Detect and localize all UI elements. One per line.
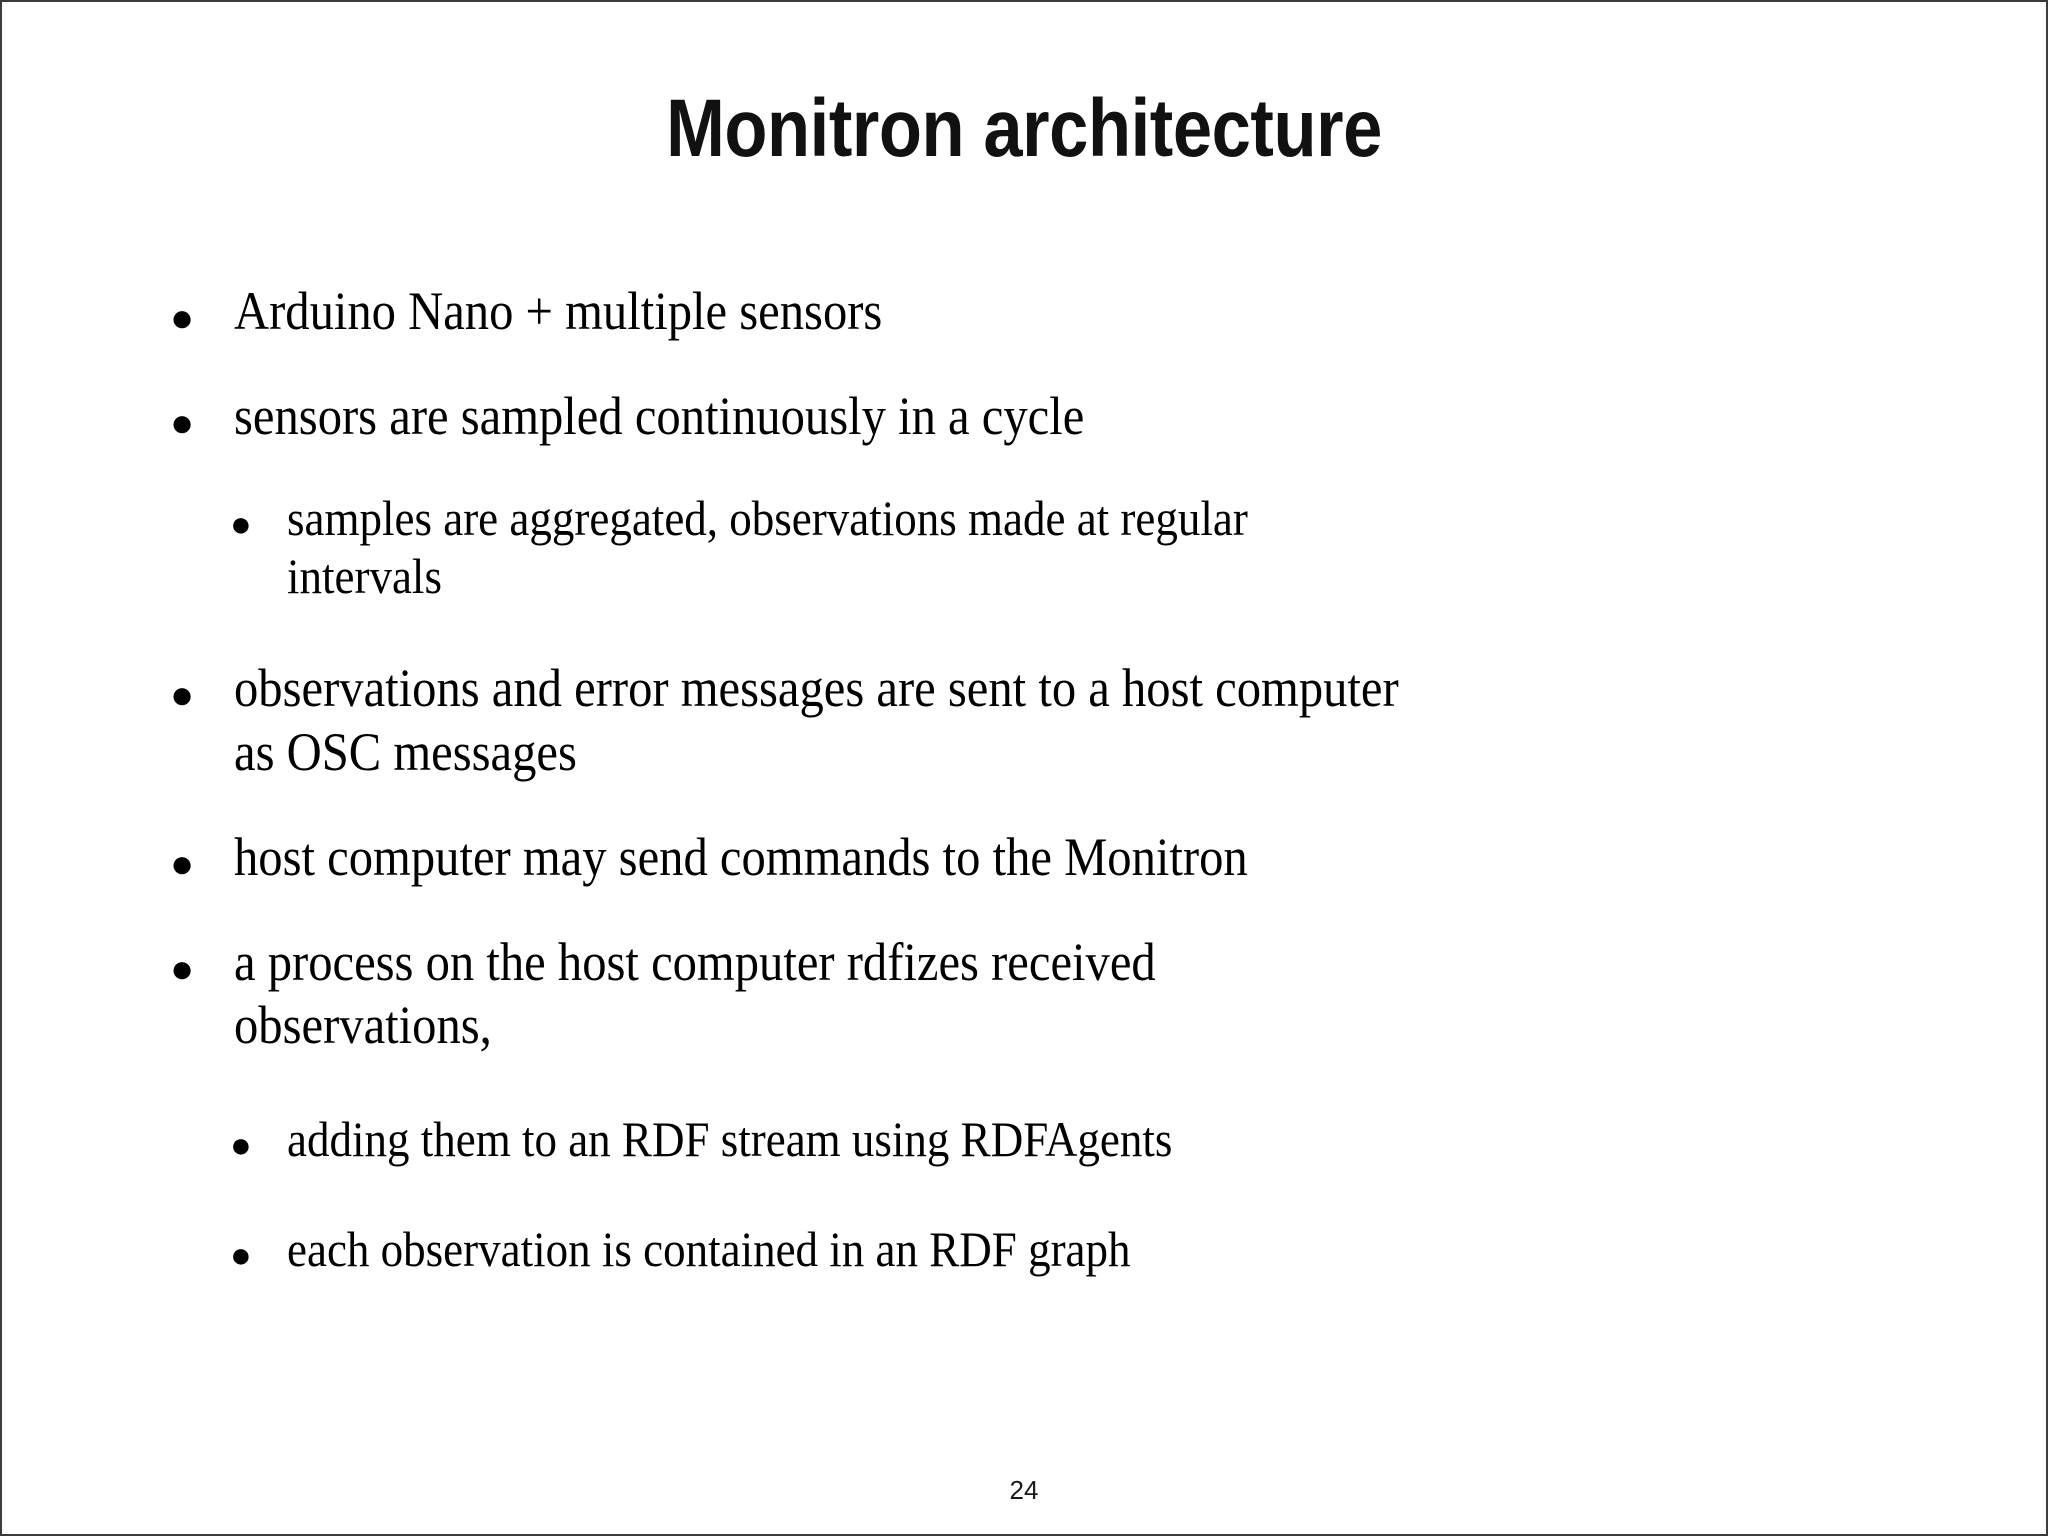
list-item-label: a process on the host computer rdfizes r… xyxy=(234,931,1156,1056)
page-number: 24 xyxy=(1009,1475,1039,1505)
spacer xyxy=(2,1085,2046,1111)
spacer xyxy=(2,476,2046,490)
list-item: ● host computer may send commands to the… xyxy=(2,826,2046,889)
list-item-label: observations and error messages are sent… xyxy=(234,658,1399,782)
spacer xyxy=(2,917,2046,931)
list-item: ● adding them to an RDF stream using RDF… xyxy=(2,1111,2046,1169)
list-item-label: host computer may send commands to the M… xyxy=(234,826,1248,887)
bullet-dot-icon: ● xyxy=(230,504,252,545)
list-item-label: Arduino Nano + multiple sensors xyxy=(234,281,883,341)
page-title: Monitron architecture xyxy=(666,83,1382,174)
list-item: ● Arduino Nano + multiple sensors xyxy=(2,280,2046,343)
list-item-label: samples are aggregated, observations mad… xyxy=(287,490,1248,604)
bullet-dot-icon: ● xyxy=(230,1234,252,1275)
list-item-label: adding them to an RDF stream using RDFAg… xyxy=(287,1111,1173,1168)
list-item: ● samples are aggregated, observations m… xyxy=(2,490,2046,605)
bullet-dot-icon: ● xyxy=(230,1125,252,1166)
spacer xyxy=(2,371,2046,385)
bullet-dot-icon: ● xyxy=(170,400,195,446)
list-item-label: each observation is contained in an RDF … xyxy=(287,1220,1131,1277)
spacer xyxy=(2,812,2046,826)
spacer xyxy=(2,1195,2046,1221)
list-item: ● a process on the host computer rdfizes… xyxy=(2,931,2046,1057)
list-item: ● observations and error messages are se… xyxy=(2,657,2046,783)
list-item: ● each observation is contained in an RD… xyxy=(2,1220,2046,1279)
bullet-dot-icon: ● xyxy=(170,295,195,340)
bullet-list: ● Arduino Nano + multiple sensors ● sens… xyxy=(2,280,2046,1304)
list-item: ● sensors are sampled continuously in a … xyxy=(2,385,2046,448)
bullet-dot-icon: ● xyxy=(170,840,195,886)
bullet-dot-icon: ● xyxy=(170,672,195,718)
bullet-dot-icon: ● xyxy=(170,945,195,991)
spacer xyxy=(2,631,2046,657)
list-item-label: sensors are sampled continuously in a cy… xyxy=(234,386,1085,447)
